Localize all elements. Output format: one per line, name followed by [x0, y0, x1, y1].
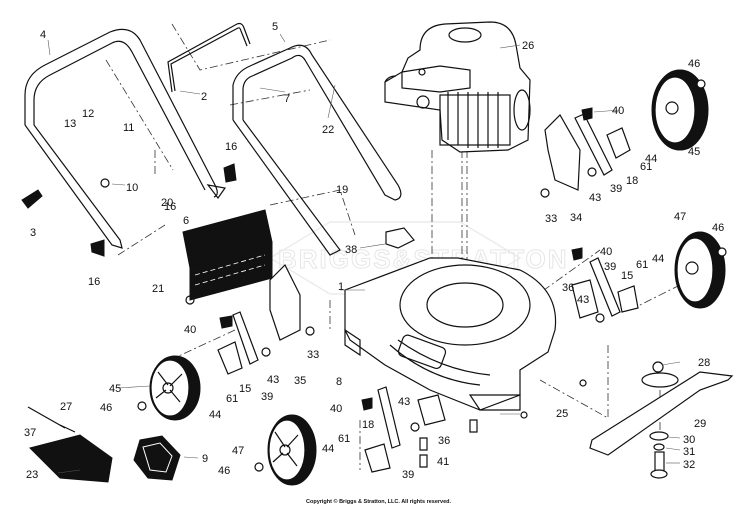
callout-44-top: 44	[645, 153, 657, 165]
callout-39-top: 39	[610, 183, 622, 195]
rear-flap	[182, 209, 273, 305]
callout-61-bottom: 61	[338, 433, 350, 445]
callout-40-right: 40	[600, 246, 612, 258]
callout-31: 31	[683, 446, 695, 458]
callout-39-right: 39	[604, 261, 616, 273]
callout-16-lower: 16	[88, 276, 100, 288]
height-adjusters	[217, 107, 639, 473]
rear-guard	[133, 435, 181, 481]
lower-handle	[232, 44, 402, 256]
callout-38: 38	[345, 244, 357, 256]
callout-21: 21	[152, 283, 164, 295]
callout-43-bottom: 43	[398, 396, 410, 408]
callout-26: 26	[522, 40, 534, 52]
callout-28: 28	[698, 357, 710, 369]
callout-33-mid: 33	[307, 349, 319, 361]
callout-43-top: 43	[589, 192, 601, 204]
callout-39-bottom: 39	[402, 469, 414, 481]
callout-13: 13	[64, 118, 76, 130]
callout-47-left: 47	[232, 445, 244, 457]
callout-33-top: 33	[545, 213, 557, 225]
callout-10: 10	[126, 182, 138, 194]
wheel-front-left	[267, 414, 317, 486]
callout-39-mid: 39	[261, 391, 273, 403]
engine	[384, 21, 531, 153]
callout-5: 5	[272, 21, 278, 33]
callout-36-right: 36	[562, 282, 574, 294]
callout-7: 7	[284, 93, 290, 105]
callout-61-top: 61	[640, 161, 652, 173]
wheel-rear-left	[149, 355, 201, 421]
wheel-rear-right	[651, 69, 709, 151]
callout-4: 4	[40, 29, 46, 41]
callout-43-mid: 43	[267, 374, 279, 386]
callout-47-right: 47	[674, 211, 686, 223]
callout-61-right: 61	[636, 259, 648, 271]
callout-6: 6	[183, 215, 189, 227]
callout-44-bottom: 44	[322, 443, 334, 455]
callout-32: 32	[683, 459, 695, 471]
mower-deck	[344, 257, 557, 411]
callout-40-bottom: 40	[330, 403, 342, 415]
callout-46-left: 46	[100, 402, 112, 414]
leader-lines	[47, 33, 681, 474]
callout-45-right: 45	[688, 146, 700, 158]
callout-18-bottom: 18	[362, 419, 374, 431]
callout-35: 35	[294, 375, 306, 387]
callout-2: 2	[201, 91, 207, 103]
callout-18-top: 18	[626, 175, 638, 187]
callout-43-right: 43	[577, 294, 589, 306]
callout-40-top: 40	[612, 105, 624, 117]
callout-11: 11	[123, 122, 134, 134]
callout-27: 27	[60, 401, 72, 413]
callout-3: 3	[30, 227, 36, 239]
callout-44-mid: 44	[209, 409, 221, 421]
callout-29: 29	[694, 418, 706, 430]
callout-46-top: 46	[688, 58, 700, 70]
callout-46-bottom: 46	[218, 465, 230, 477]
callout-37: 37	[24, 427, 36, 439]
callout-44-right: 44	[652, 253, 664, 265]
callout-25: 25	[556, 408, 568, 420]
callout-36-bottom: 36	[438, 435, 450, 447]
callout-15-right: 15	[621, 270, 633, 282]
callout-16-top: 16	[225, 141, 237, 153]
callout-40-mid: 40	[184, 324, 196, 336]
blade-assembly	[589, 361, 734, 479]
callout-1: 1	[338, 281, 344, 293]
wheel-front-right	[674, 231, 726, 309]
callout-20: 20	[161, 197, 173, 209]
callout-45-left: 45	[109, 383, 121, 395]
callout-16-upper: 16	[164, 201, 176, 213]
callout-8: 8	[336, 376, 342, 388]
callout-12: 12	[82, 108, 94, 120]
bail-handle	[167, 22, 251, 93]
callout-labels: 4 2 12 13 11 5 7 22 26 46 40 44 45 61 18…	[24, 21, 724, 481]
callout-15-mid: 15	[239, 383, 251, 395]
knobs	[21, 163, 237, 257]
callout-34: 34	[570, 212, 582, 224]
grass-deflector	[27, 406, 113, 483]
callout-30: 30	[683, 434, 695, 446]
callout-41: 41	[437, 456, 449, 468]
hardware	[100, 79, 727, 472]
callout-23: 23	[26, 469, 38, 481]
copyright-text: Copyright © Briggs & Stratton, LLC. All …	[306, 498, 452, 505]
callout-22: 22	[322, 124, 334, 136]
upper-handle	[24, 28, 227, 249]
callout-46-right: 46	[712, 222, 724, 234]
callout-9: 9	[202, 453, 208, 465]
callout-61-mid: 61	[226, 393, 238, 405]
callout-19: 19	[336, 184, 348, 196]
